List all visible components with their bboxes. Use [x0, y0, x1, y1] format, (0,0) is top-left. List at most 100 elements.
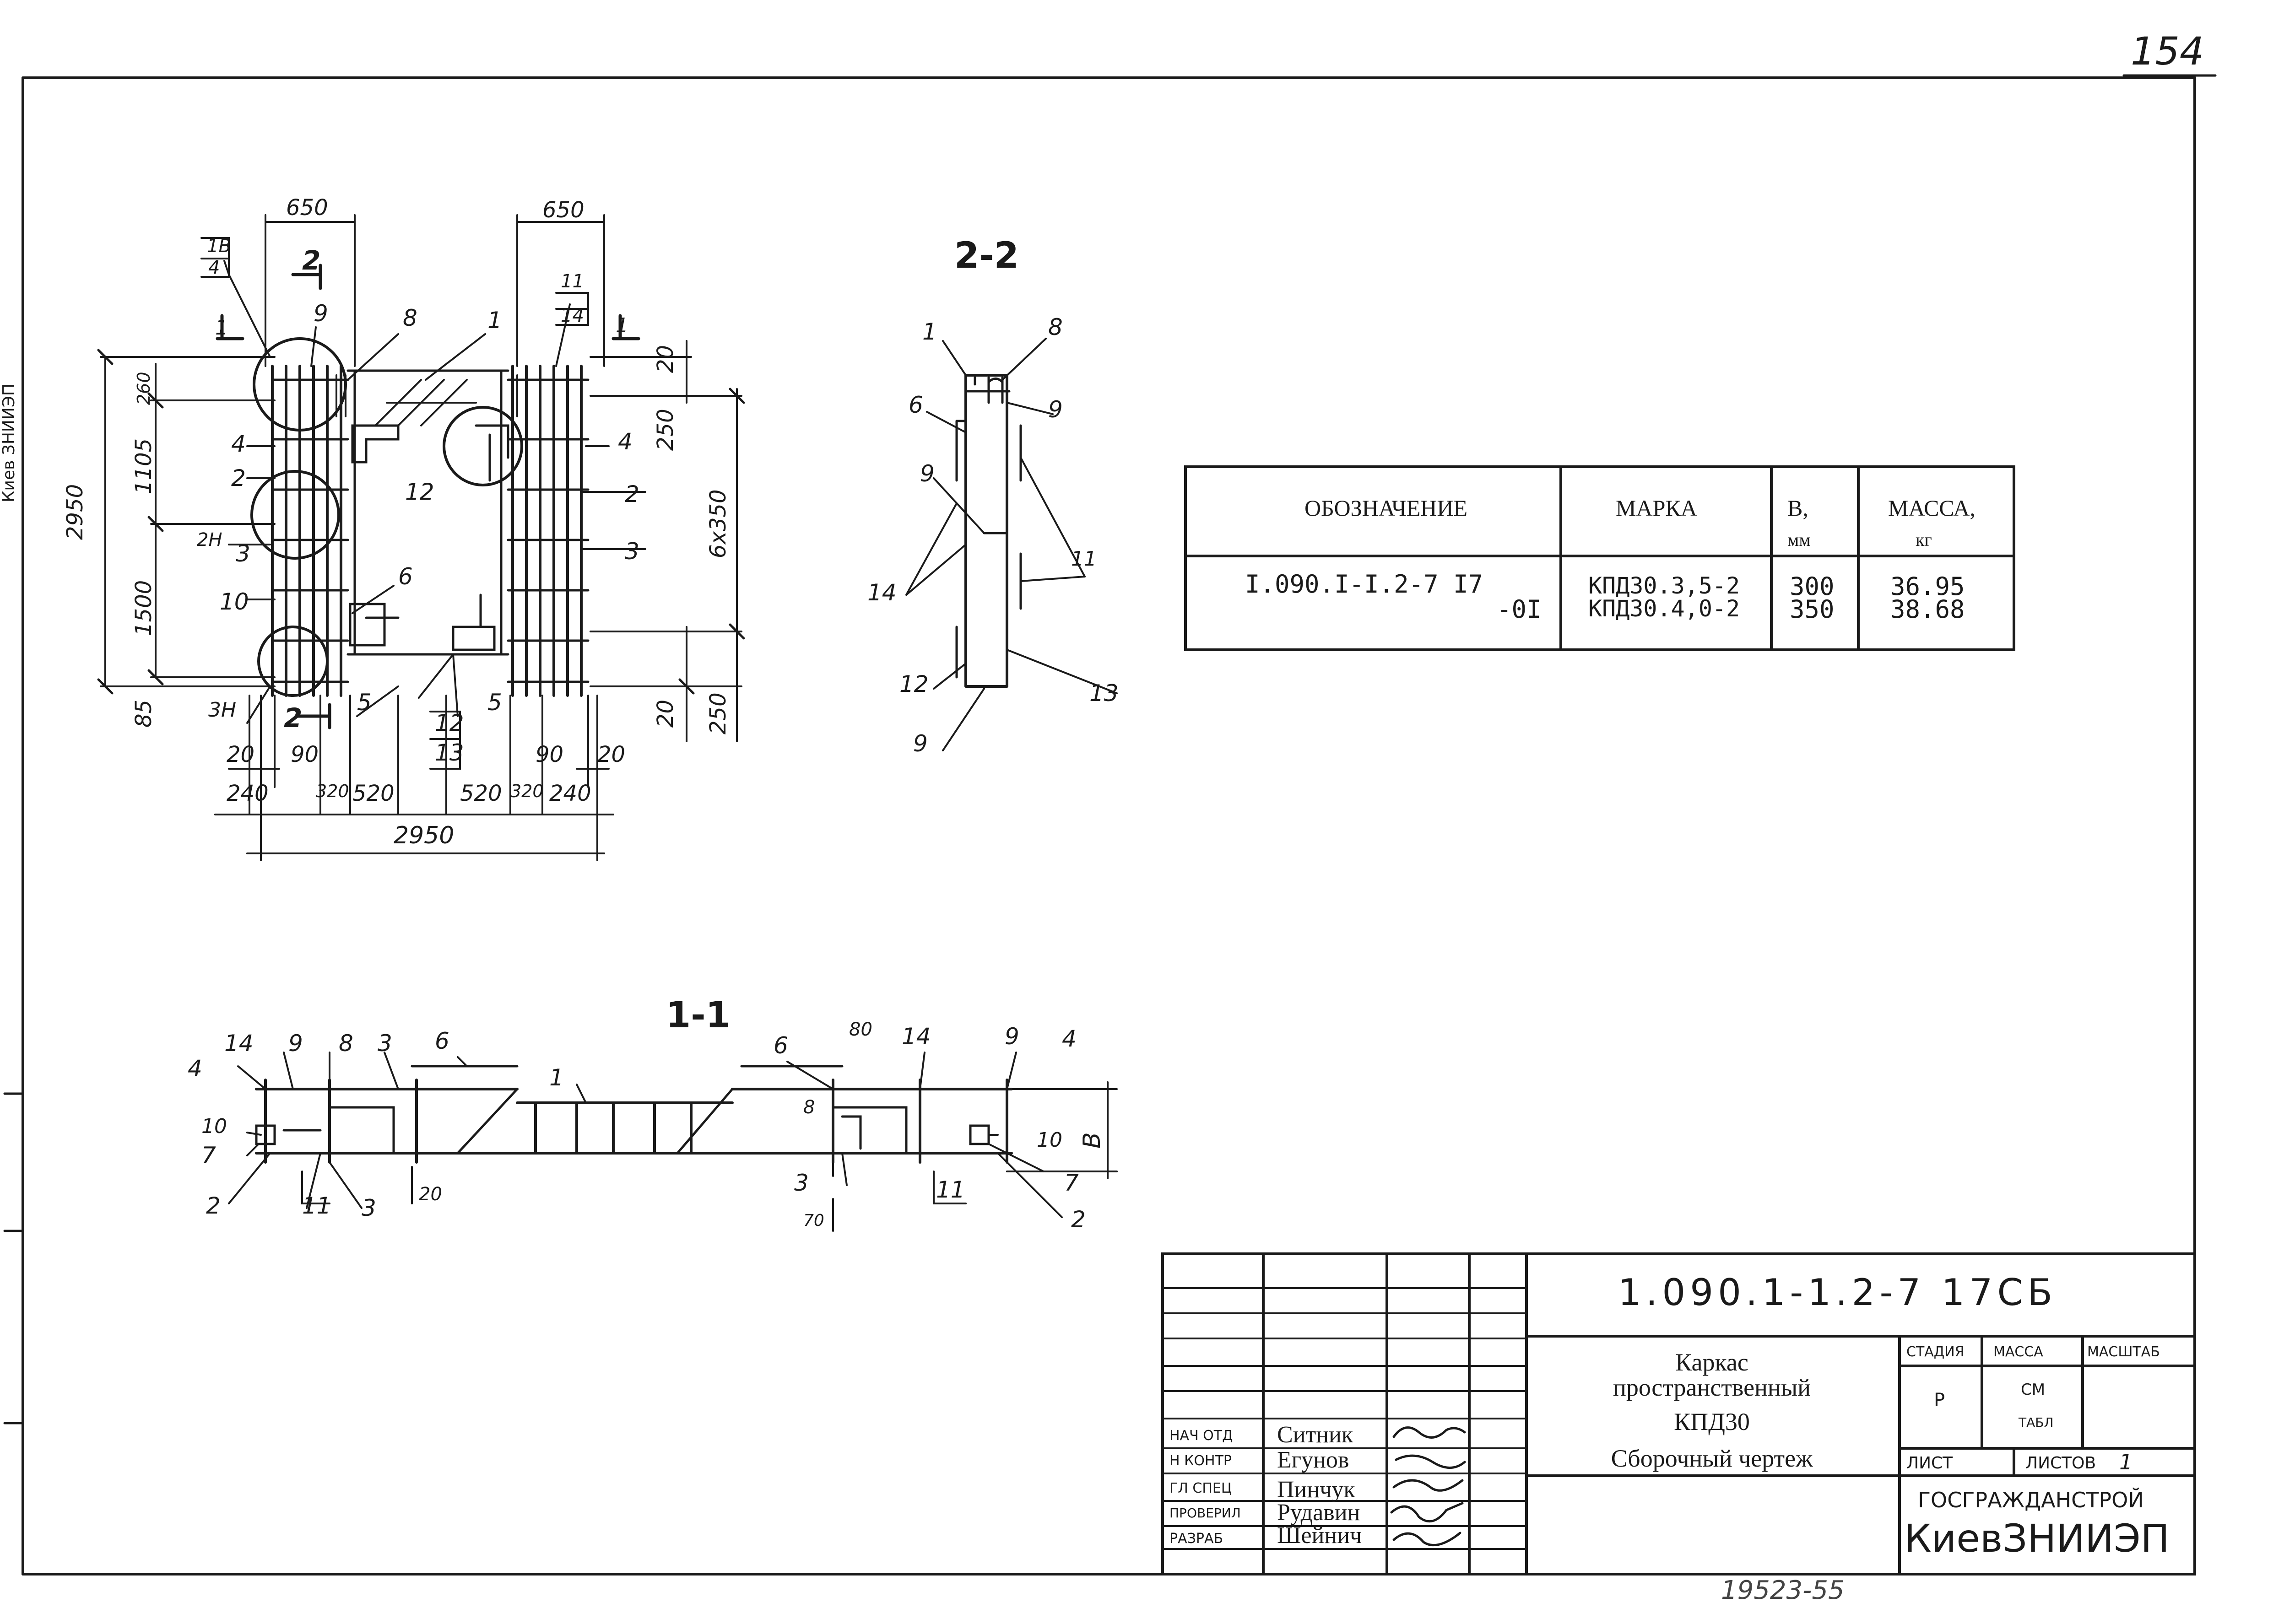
dim-b20-left: 20 [227, 742, 255, 767]
s11-callout-2-right: 2 [1071, 1206, 1086, 1233]
s22-callout-6: 6 [909, 392, 923, 418]
s11-callout-4-right: 4 [1062, 1025, 1077, 1052]
mass-value-2: ТАБЛ [2019, 1415, 2054, 1430]
spec-header-b-unit: мм [1787, 529, 1811, 550]
s22-callout-13: 13 [1089, 680, 1119, 707]
dim-b320-right: 320 [510, 781, 544, 801]
spec-row-2-mark: КПД30.4,0-2 [1588, 595, 1740, 622]
spec-table-grid [1184, 465, 2015, 651]
dim-b90-left: 90 [291, 742, 319, 767]
s11-dim-70: 70 [803, 1211, 824, 1230]
desc-line-1: Каркас [1675, 1349, 1748, 1376]
sig-role-5: РАЗРАБ [1169, 1531, 1223, 1547]
callout-2h: 2Н [197, 529, 222, 550]
signature-scribbles [1390, 1426, 1466, 1547]
callout-1: 1 [487, 307, 502, 334]
callout-5-right: 5 [487, 689, 502, 716]
s22-callout-14: 14 [867, 579, 897, 606]
spec-row-1-mark: КПД30.3,5-2 [1588, 572, 1740, 599]
sig-name-2: Егунов [1277, 1447, 1349, 1473]
s11-callout-2-left: 2 [206, 1192, 221, 1219]
dim-250-right-bottom: 250 [705, 692, 731, 734]
sig-name-4: Рудавин [1277, 1500, 1360, 1526]
callout-2-left: 2 [231, 465, 246, 491]
title-block-grid [1161, 1252, 2196, 1575]
spec-header-mass: МАССА, [1888, 495, 1975, 521]
section-2-2-title: 2-2 [954, 235, 1019, 276]
callout-8: 8 [403, 305, 417, 331]
sig-role-4: ПРОВЕРИЛ [1169, 1505, 1241, 1521]
spec-row-1-b: 300 [1790, 572, 1835, 601]
section-2-2-view [905, 338, 1118, 751]
callout-4-left: 4 [231, 431, 246, 457]
spec-header-mark: МАРКА [1616, 495, 1697, 521]
dim-2950-width: 2950 [394, 822, 455, 849]
sig-name-1: Ситник [1277, 1422, 1353, 1448]
plan-view [97, 214, 745, 861]
s22-callout-8: 8 [1048, 314, 1063, 340]
side-stamp: Киев ЗНИИЭП [0, 383, 18, 502]
s22-callout-9-top: 9 [1048, 396, 1063, 423]
desc-line-4: Сборочный чертеж [1611, 1445, 1813, 1472]
s22-callout-12: 12 [899, 671, 929, 697]
callout-4-frac: 4 [208, 257, 220, 278]
cut-mark-1-right: 1 [616, 314, 628, 337]
s11-callout-10-left: 10 [201, 1115, 227, 1138]
spec-header-mass-unit: кг [1916, 529, 1932, 550]
org-bottom: КиевЗНИИЭП [1904, 1516, 2170, 1561]
s11-callout-10-right: 10 [1037, 1128, 1062, 1152]
s11-callout-11-left: 11 [302, 1192, 331, 1219]
s22-callout-9-mid: 9 [920, 460, 935, 487]
callout-11-frac: 11 [561, 271, 584, 292]
sheets-value: 1 [2119, 1450, 2133, 1474]
s11-callout-7-left: 7 [201, 1142, 216, 1169]
callout-12: 12 [405, 479, 434, 505]
desc-line-2: пространственный [1613, 1374, 1811, 1401]
cut-mark-2-bottom: 2 [284, 702, 303, 734]
s22-callout-1: 1 [922, 318, 937, 345]
dim-260: 260 [134, 372, 154, 405]
s11-dim-b: В [1078, 1132, 1106, 1149]
s11-callout-14-right: 14 [902, 1023, 931, 1050]
callout-6: 6 [398, 563, 413, 590]
dim-b240-left: 240 [227, 781, 269, 806]
s22-callout-9-bot: 9 [913, 730, 928, 757]
sig-role-1: НАЧ ОТД [1169, 1428, 1233, 1444]
spec-row-1-mass: 36.95 [1890, 572, 1965, 601]
callout-9: 9 [314, 300, 328, 327]
s11-callout-3-left-bottom: 3 [362, 1195, 376, 1221]
dim-20-right-bottom: 20 [653, 699, 678, 728]
sig-name-5: Шейнич [1277, 1522, 1362, 1548]
dim-85: 85 [131, 699, 157, 728]
spec-row-2-b: 350 [1790, 595, 1835, 624]
s11-callout-3-right: 3 [794, 1170, 809, 1196]
s22-callout-11: 11 [1071, 547, 1097, 571]
callout-3-left: 3 [236, 540, 250, 567]
spec-row-2-mass: 38.68 [1890, 595, 1965, 624]
org-top: ГОСГРАЖДАНСТРОЙ [1918, 1488, 2144, 1512]
sheet-label: ЛИСТ [1906, 1454, 1953, 1473]
s11-callout-9-left: 9 [288, 1030, 303, 1057]
s11-callout-8-right: 8 [803, 1097, 815, 1118]
sheet-number: 154 [2131, 29, 2204, 74]
s11-callout-3-left: 3 [378, 1030, 392, 1057]
callout-10: 10 [220, 588, 249, 615]
dim-b520-right: 520 [460, 781, 502, 806]
doc-code: 1.090.1-1.2-7 17СБ [1618, 1271, 2057, 1314]
dim-b520-left: 520 [352, 781, 395, 806]
sig-role-2: Н КОНТР [1169, 1453, 1232, 1469]
callout-2-right: 2 [625, 481, 639, 507]
s11-callout-14-left: 14 [224, 1030, 254, 1057]
callout-1b: 1В [207, 236, 231, 257]
s11-callout-6-right: 6 [774, 1032, 788, 1059]
s11-callout-1: 1 [549, 1064, 564, 1091]
scale-header: МАСШТАБ [2087, 1344, 2160, 1360]
s11-callout-4-left: 4 [188, 1055, 202, 1082]
dim-2950-height: 2950 [62, 484, 88, 540]
archive-number: 19523-55 [1721, 1575, 1845, 1605]
dim-1105: 1105 [131, 438, 157, 494]
spec-row-1-designation: I.090.I-I.2-7 I7 [1245, 570, 1483, 599]
spec-header-designation: ОБОЗНАЧЕНИЕ [1304, 495, 1468, 521]
s11-dim-80: 80 [849, 1019, 872, 1040]
s11-dim-20: 20 [419, 1184, 442, 1205]
